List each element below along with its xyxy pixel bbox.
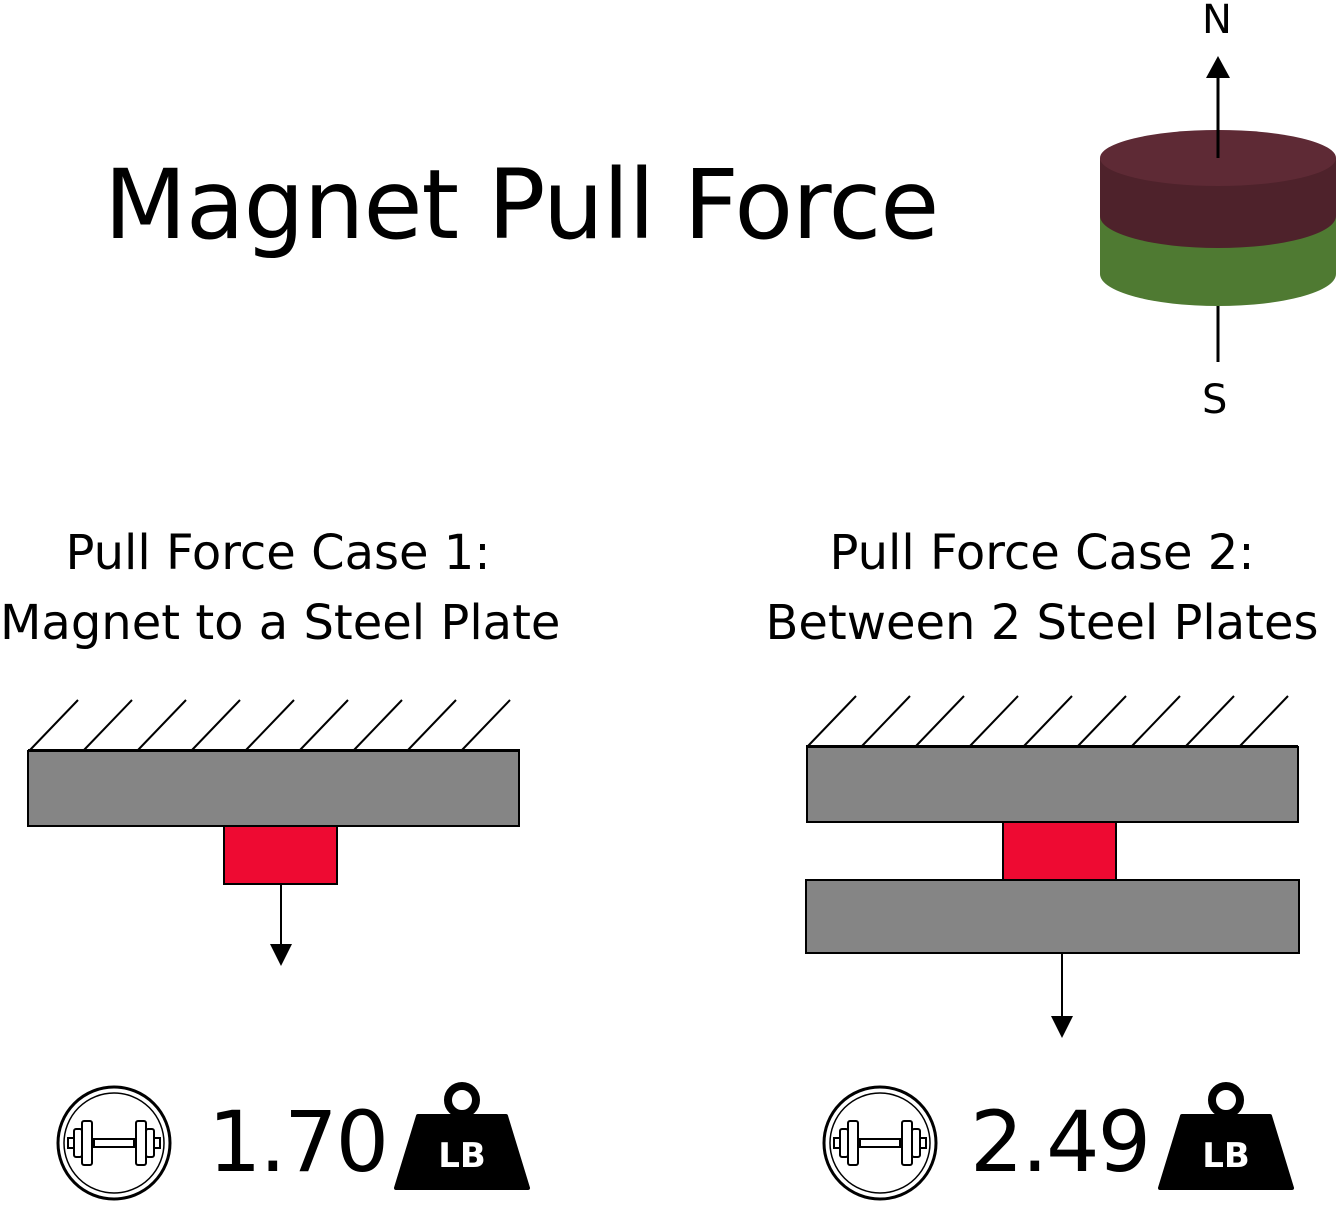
case2-title-line2: Between 2 Steel Plates: [765, 595, 1319, 651]
case2-magnet-block: [1002, 821, 1117, 881]
case2-pull-arrow-icon: [1051, 953, 1073, 1038]
case1-title: Pull Force Case 1: Magnet to a Steel Pla…: [0, 518, 561, 658]
case2-dumbbell-icon: [822, 1085, 938, 1201]
case2-title-line1: Pull Force Case 2:: [829, 525, 1255, 581]
case2-weight-icon: LB: [1158, 1082, 1294, 1190]
case2-value: 2.49: [970, 1093, 1151, 1191]
page-title: Magnet Pull Force: [104, 149, 939, 261]
case1-title-line1: Pull Force Case 1:: [65, 525, 491, 581]
north-arrow-icon: [1206, 56, 1230, 158]
case2-title: Pull Force Case 2: Between 2 Steel Plate…: [764, 518, 1320, 658]
case2-bottom-steel-plate: [805, 879, 1300, 954]
case1-steel-plate: [27, 750, 520, 827]
case1-weight-icon: LB: [394, 1082, 530, 1190]
case2-wall-hatch: [806, 695, 1298, 747]
case1-title-line2: Magnet to a Steel Plate: [0, 595, 561, 651]
case1-wall-hatch: [28, 699, 520, 751]
case1-value: 1.70: [208, 1093, 389, 1191]
case1-magnet-block: [223, 825, 338, 885]
case2-top-steel-plate: [806, 746, 1299, 823]
case1-weight-unit: LB: [438, 1136, 486, 1176]
south-pole-label: S: [1202, 377, 1228, 423]
north-pole-label: N: [1202, 0, 1232, 43]
case2-weight-unit: LB: [1202, 1136, 1250, 1176]
case1-pull-arrow-icon: [270, 884, 292, 966]
case1-dumbbell-icon: [56, 1085, 172, 1201]
